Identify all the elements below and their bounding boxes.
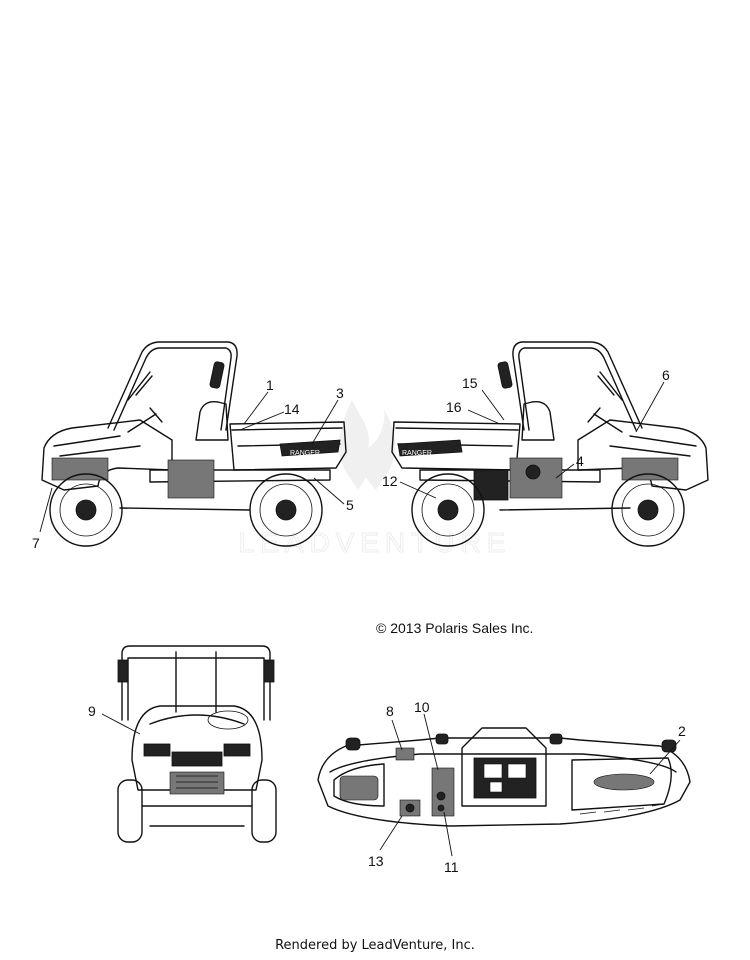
callout-5: 5 (346, 497, 354, 513)
callout-11: 11 (444, 859, 459, 875)
callout-2: 2 (678, 723, 686, 739)
callout-8: 8 (386, 703, 394, 719)
callouts: 1 2 3 4 5 6 7 8 9 10 11 12 13 14 15 16 (32, 367, 686, 875)
watermark-text: LEADVENTURE (239, 527, 512, 558)
callout-6: 6 (662, 367, 670, 383)
callout-12: 12 (382, 473, 398, 489)
callout-3: 3 (336, 385, 344, 401)
callout-4: 4 (576, 453, 584, 469)
vehicle-right-side-view: RANGER (391, 341, 709, 547)
callout-1: 1 (266, 377, 274, 393)
vehicle-front-view (117, 645, 277, 843)
callout-16: 16 (446, 399, 462, 415)
decal-side-text-left: RANGER (290, 450, 320, 457)
footer-credit: Rendered by LeadVenture, Inc. (275, 938, 475, 953)
callout-14: 14 (284, 401, 300, 417)
copyright-text: © 2013 Polaris Sales Inc. (376, 620, 534, 636)
callout-13: 13 (368, 853, 384, 869)
callout-7: 7 (32, 535, 40, 551)
watermark: LEADVENTURE (238, 400, 512, 559)
callout-15: 15 (462, 375, 478, 391)
callout-9: 9 (88, 703, 96, 719)
callout-10: 10 (414, 699, 430, 715)
dashboard-view (317, 727, 691, 827)
vehicle-left-side-view: RANGER (41, 341, 347, 547)
decal-side-text-right: RANGER (402, 450, 432, 457)
